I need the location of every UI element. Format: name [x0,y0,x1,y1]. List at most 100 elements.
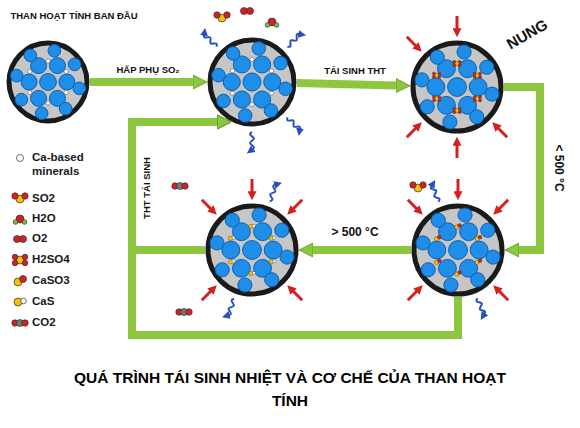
flow-arrow [132,122,217,250]
gas-arrow [476,298,485,314]
molecule-icon [13,215,27,224]
atom [232,236,235,239]
pore-sphere [471,273,485,287]
molecule-icon [473,96,482,102]
atom [265,23,270,28]
atom [28,69,32,73]
molecule-icon [249,271,256,275]
atom [22,193,28,199]
atom [473,75,476,78]
molecule-icon [176,309,192,316]
flow-label: THT TÁI SINH [142,157,153,219]
atom [46,101,50,105]
legend-label: O2 [32,232,104,246]
heat-arrow [292,200,302,210]
pore-sphere [438,259,456,277]
flow-label: > 500 °C [331,226,378,240]
gas-arrow [228,299,234,316]
atom [479,75,482,78]
pore-sphere [486,250,500,264]
atom [250,102,254,106]
atom [186,309,192,315]
molecule-icon [434,235,441,241]
atom [273,236,276,239]
atom [453,60,456,63]
pore-sphere [265,273,279,287]
molecule-icon [228,260,235,264]
pore-sphere [254,56,271,73]
atom [273,260,276,263]
atom [453,111,456,114]
gas-arrow [287,34,299,47]
molecule-icon [12,193,28,203]
atom [269,91,273,95]
pore-sphere [481,223,495,237]
pore-sphere [243,241,262,260]
pore-sphere [420,100,434,114]
molecule-icon [28,90,32,94]
pore-sphere [275,223,289,237]
legend-label: Ca-based minerals [32,151,104,179]
molecule-icon [28,69,32,73]
atom [64,90,68,94]
pore-sphere [264,73,281,90]
molecule-icon [14,276,27,287]
molecule-icon [228,236,235,240]
atom [230,91,234,95]
pore-sphere [238,278,252,292]
atom [410,182,416,188]
atom [478,235,482,239]
molecule-icon [453,60,462,66]
carbon-particle [205,203,299,297]
molecule-icon [249,224,256,228]
atom [269,69,273,73]
molecule-icon [17,155,24,162]
carbon-particle [411,203,505,297]
atom [453,107,456,110]
carbon-particle: NUNG [410,40,504,134]
heat-arrow [251,179,254,193]
particle-body [414,206,502,294]
pore-sphere [480,60,494,74]
molecule-icon [12,254,28,266]
atom [478,259,482,263]
atom [479,96,482,99]
heat-arrow [456,16,459,30]
pore-sphere [238,109,252,123]
atom [458,270,462,274]
pore-sphere [10,69,23,82]
molecule-icon [250,57,254,61]
pore-sphere [233,91,250,108]
pore-sphere [31,90,47,106]
atom [432,72,435,75]
molecule-icon [14,236,27,243]
molecule-icon [230,69,234,73]
pore-sphere [40,74,57,91]
molecule-icon [46,101,50,105]
carbon-particle: THAN HOẠT TÍNH BAN ĐẦU [6,40,90,124]
atom [438,99,441,102]
atom [437,235,441,239]
atom [458,107,461,110]
pore-sphere [223,73,240,90]
pore-sphere [232,259,250,277]
pore-sphere [48,44,61,57]
heat-arrow [457,179,460,193]
pore-sphere [415,73,429,87]
flow-arrow [313,246,411,254]
molecule-icon [12,320,28,327]
legend-label: CaS [32,295,104,309]
carbon-particle [207,37,297,127]
pore-sphere [485,87,499,101]
process-note: NUNG [504,15,551,52]
atom [252,224,255,227]
atom [17,155,24,162]
atom [432,96,435,99]
particle-art [411,203,505,297]
gas-arrow [287,117,300,129]
pore-sphere [458,208,472,222]
legend-label: CO2 [32,316,104,330]
atom [22,220,27,225]
atom [438,96,441,99]
atom [438,72,441,75]
